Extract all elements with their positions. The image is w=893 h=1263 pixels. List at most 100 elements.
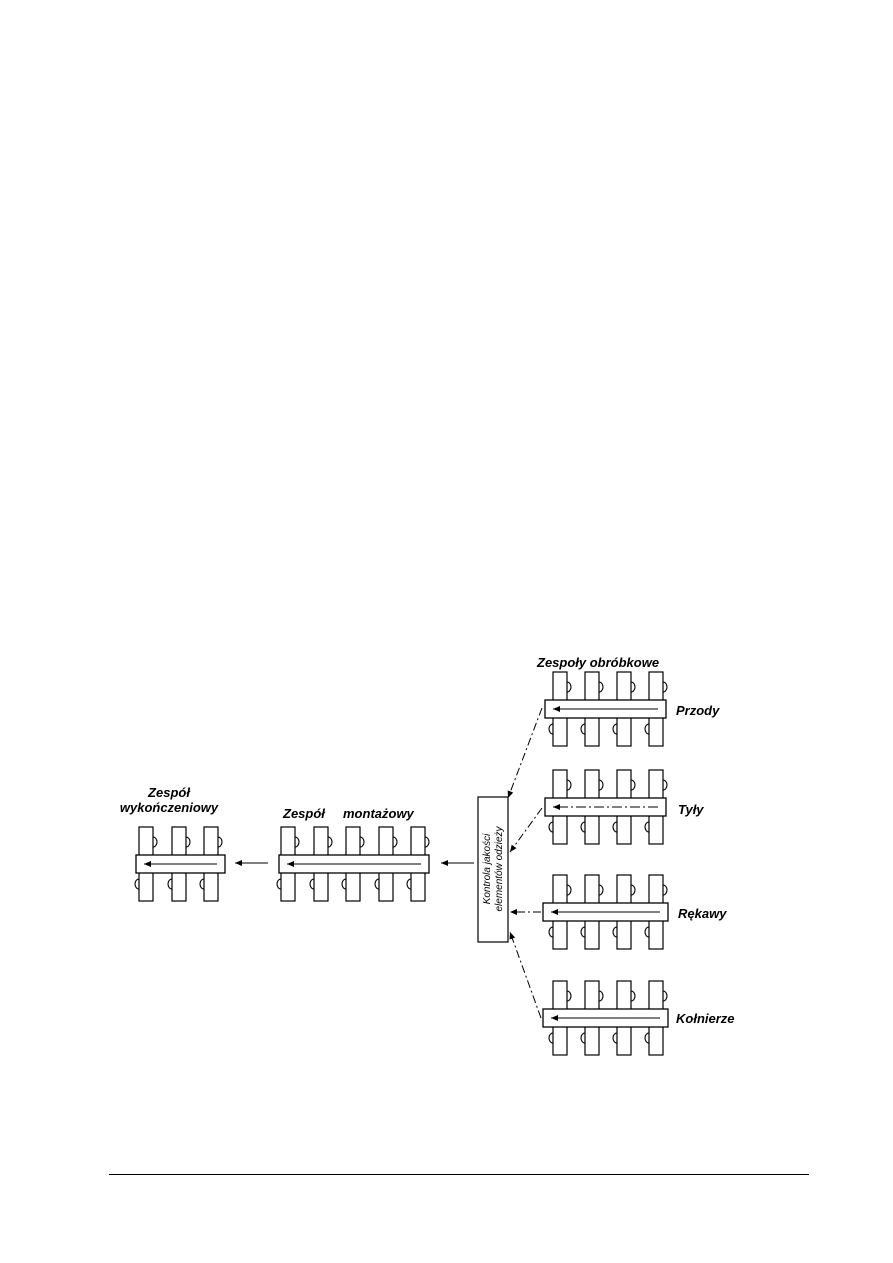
machine-upper (378, 826, 394, 858)
machine-upper (313, 826, 329, 858)
machine-lower (616, 813, 632, 845)
workstation-group-fronts (544, 671, 668, 747)
operator-seat-upper (359, 836, 365, 848)
machine-upper (584, 874, 600, 906)
machine-upper (171, 826, 187, 858)
machine-upper (584, 980, 600, 1012)
operator-seat-lower (548, 821, 554, 833)
assembly-unit-title-line1: Zespół (282, 806, 326, 821)
machine-lower (616, 918, 632, 950)
finishing-unit-title-line2: wykończeniowy (120, 800, 219, 815)
assembly-unit-title-line2: montażowy (343, 806, 415, 821)
machine-upper (138, 826, 154, 858)
machine-lower (345, 870, 361, 902)
operator-seat-lower (276, 878, 282, 890)
machine-lower (584, 813, 600, 845)
qc-label-line2: elementów odzieży (494, 825, 505, 911)
quality-control-station: Kontrola jakości elementów odzieży (477, 796, 509, 943)
machine-upper (584, 671, 600, 703)
operator-seat-lower (644, 821, 650, 833)
operator-seat-upper (152, 836, 158, 848)
workstation-group-assembly (276, 826, 430, 902)
operator-seat-lower (580, 821, 586, 833)
machine-lower (410, 870, 426, 902)
operator-seat-lower (134, 878, 140, 890)
operator-seat-lower (612, 1032, 618, 1044)
operator-seat-upper (566, 990, 572, 1002)
machine-lower (552, 813, 568, 845)
arrow-collars-to-qc (509, 931, 542, 1019)
operator-seat-upper (598, 884, 604, 896)
workstation-group-collars (542, 980, 669, 1056)
machine-upper (552, 980, 568, 1012)
operator-seat-lower (341, 878, 347, 890)
operator-seat-upper (662, 779, 668, 791)
machine-lower (584, 918, 600, 950)
flow-arrows (235, 707, 543, 1019)
operator-seat-upper (392, 836, 398, 848)
operator-seat-upper (566, 681, 572, 693)
machine-lower (171, 870, 187, 902)
machine-lower (648, 813, 664, 845)
operator-seat-upper (598, 681, 604, 693)
operator-seat-lower (580, 723, 586, 735)
operator-seat-lower (548, 723, 554, 735)
machine-lower (378, 870, 394, 902)
collars-label: Kołnierze (676, 1011, 735, 1026)
operator-seat-lower (580, 926, 586, 938)
operator-seat-lower (374, 878, 380, 890)
operator-seat-upper (630, 681, 636, 693)
operator-seat-lower (612, 723, 618, 735)
operator-seat-upper (662, 884, 668, 896)
machine-upper (552, 769, 568, 801)
operator-seat-upper (424, 836, 430, 848)
operator-seat-upper (630, 779, 636, 791)
operator-seat-lower (644, 926, 650, 938)
machine-lower (552, 918, 568, 950)
arrow-fronts-to-qc (507, 707, 543, 799)
machine-lower (584, 1024, 600, 1056)
machine-lower (313, 870, 329, 902)
machine-lower (280, 870, 296, 902)
finishing-unit-title-line1: Zespół (147, 785, 191, 800)
operator-seat-upper (598, 990, 604, 1002)
arrow-backs-to-qc (509, 807, 543, 853)
conveyor-belt (544, 797, 667, 817)
machine-upper (648, 874, 664, 906)
processing-units-title: Zespoły obróbkowe (536, 655, 659, 670)
workstation-group-backs (544, 769, 668, 845)
operator-seat-upper (294, 836, 300, 848)
machine-lower (552, 715, 568, 747)
operator-seat-upper (566, 884, 572, 896)
fronts-label: Przody (676, 703, 720, 718)
operator-seat-upper (630, 990, 636, 1002)
operator-seat-lower (309, 878, 315, 890)
operator-seat-lower (406, 878, 412, 890)
operator-seat-upper (217, 836, 223, 848)
footer-rule (109, 1174, 809, 1175)
machine-lower (203, 870, 219, 902)
operator-seat-lower (580, 1032, 586, 1044)
operator-seat-lower (548, 1032, 554, 1044)
operator-seat-lower (167, 878, 173, 890)
machine-upper (616, 671, 632, 703)
machine-upper (648, 769, 664, 801)
machine-lower (648, 918, 664, 950)
backs-label: Tyły (678, 802, 704, 817)
operator-seat-lower (612, 821, 618, 833)
operator-seat-upper (662, 681, 668, 693)
machine-upper (648, 980, 664, 1012)
machine-upper (345, 826, 361, 858)
machine-upper (552, 671, 568, 703)
machine-upper (616, 769, 632, 801)
workstation-group-sleeves (542, 874, 669, 950)
sleeves-label: Rękawy (678, 906, 727, 921)
qc-label-line1: Kontrola jakości (482, 833, 493, 904)
operator-seat-upper (327, 836, 333, 848)
machine-lower (584, 715, 600, 747)
machine-upper (203, 826, 219, 858)
machine-lower (616, 715, 632, 747)
operator-seat-lower (548, 926, 554, 938)
machine-lower (138, 870, 154, 902)
